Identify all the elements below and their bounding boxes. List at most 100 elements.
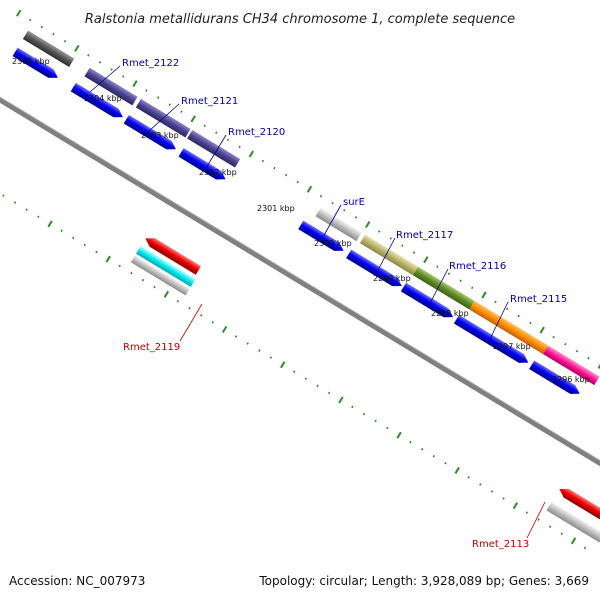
minor-tick [110,68,113,71]
major-tick [163,290,170,298]
minor-tick [246,342,249,345]
minor-tick [284,173,288,177]
minor-tick [575,349,579,353]
minor-tick [467,476,470,479]
kbp-label: 2300 kbp [314,239,352,248]
major-tick [306,185,313,193]
minor-tick [215,131,218,135]
minor-tick [537,518,540,521]
minor-tick [351,405,354,409]
minor-tick [560,532,563,536]
minor-tick [505,307,509,311]
kbp-label: 2297 kbp [493,342,531,351]
cds-arrow-rmet-2123 [12,47,58,78]
major-tick [365,220,371,228]
gene-block-rmet-2119-grey [130,255,190,296]
minor-tick [293,370,296,373]
gene-block-rmet-2120 [187,129,241,168]
kbp-label: 2305 kbp [12,57,50,66]
minor-tick [168,103,171,106]
gene-block-rmet-2114 [542,345,600,386]
minor-tick [269,356,273,359]
major-tick [190,115,196,123]
kbp-label: 2298 kbp [431,309,469,318]
minor-tick [420,447,424,451]
minor-tick [444,462,447,465]
leader-line [526,501,546,539]
minor-tick [258,349,261,352]
minor-tick [552,335,555,339]
minor-tick [153,285,156,289]
label-leaders [89,65,546,539]
minor-tick [25,208,28,211]
cds-arrow-rmet-2117 [346,249,402,287]
minor-tick [517,314,520,318]
major-tick [396,431,402,439]
kbp-label: 2303 kbp [141,131,179,140]
gene-block-rmet-2117 [359,234,419,276]
gene-label: Rmet_2117 [396,230,453,241]
major-tick [597,361,600,369]
leader-line [488,301,509,342]
minor-tick [95,250,98,254]
leader-line [205,134,227,169]
kbp-label: 2301 kbp [257,204,295,213]
major-tick [570,537,577,545]
minor-tick [386,426,389,430]
gene-label: Rmet_2113 [472,539,529,550]
minor-tick [13,201,17,204]
minor-tick [316,384,319,388]
minor-tick [296,180,299,184]
minor-tick [226,138,230,142]
accession-text: Accession: NC_007973 [9,574,145,588]
gene-label: Rmet_2122 [122,58,179,69]
minor-tick [525,511,529,514]
chromosome-backbone [0,77,600,486]
minor-tick [432,454,436,458]
minor-tick [188,307,191,310]
major-tick [221,326,228,334]
gene-block-rmet-2119-cog [136,246,196,287]
major-tick [454,466,460,474]
minor-tick [130,271,133,275]
minor-tick [40,25,44,29]
minor-tick [327,391,331,395]
minor-tick [447,272,451,275]
minor-tick [354,216,358,219]
major-tick [47,220,53,228]
minor-tick [261,159,265,163]
major-tick [248,150,255,158]
cds-arrow-rmet-2119 [145,238,201,275]
minor-tick [176,299,180,303]
major-tick [132,80,138,88]
major-tick [280,361,286,369]
major-tick [338,396,344,404]
leader-line [148,103,180,132]
cds-arrow-rmet-2122 [70,82,123,118]
backbone-group [0,9,600,550]
minor-tick [2,194,5,197]
kbp-label: 2304 kbp [84,94,122,103]
backbone-highlight [0,76,600,482]
gene-label: Rmet_2121 [181,96,238,107]
minor-tick [52,32,55,36]
page-title: Ralstonia metallidurans CH34 chromosome … [85,12,515,27]
minor-tick [319,194,323,198]
minor-tick [490,490,494,493]
gene-labels: Rmet_2122 Rmet_2121 Rmet_2120 surE Rmet_… [122,58,567,550]
minor-tick [343,209,346,212]
minor-tick [564,342,567,346]
minor-tick [583,546,587,550]
gene-block-rmet-2115 [469,300,549,355]
minor-tick [238,145,241,149]
forward-cds-track [12,47,580,394]
minor-tick [374,419,377,423]
gene-block-sure [315,207,362,242]
gene-label: Rmet_2120 [228,127,285,138]
leader-line [427,268,449,308]
minor-tick [401,244,404,247]
minor-tick [28,18,32,22]
minor-tick [479,483,482,486]
major-tick [105,255,111,263]
